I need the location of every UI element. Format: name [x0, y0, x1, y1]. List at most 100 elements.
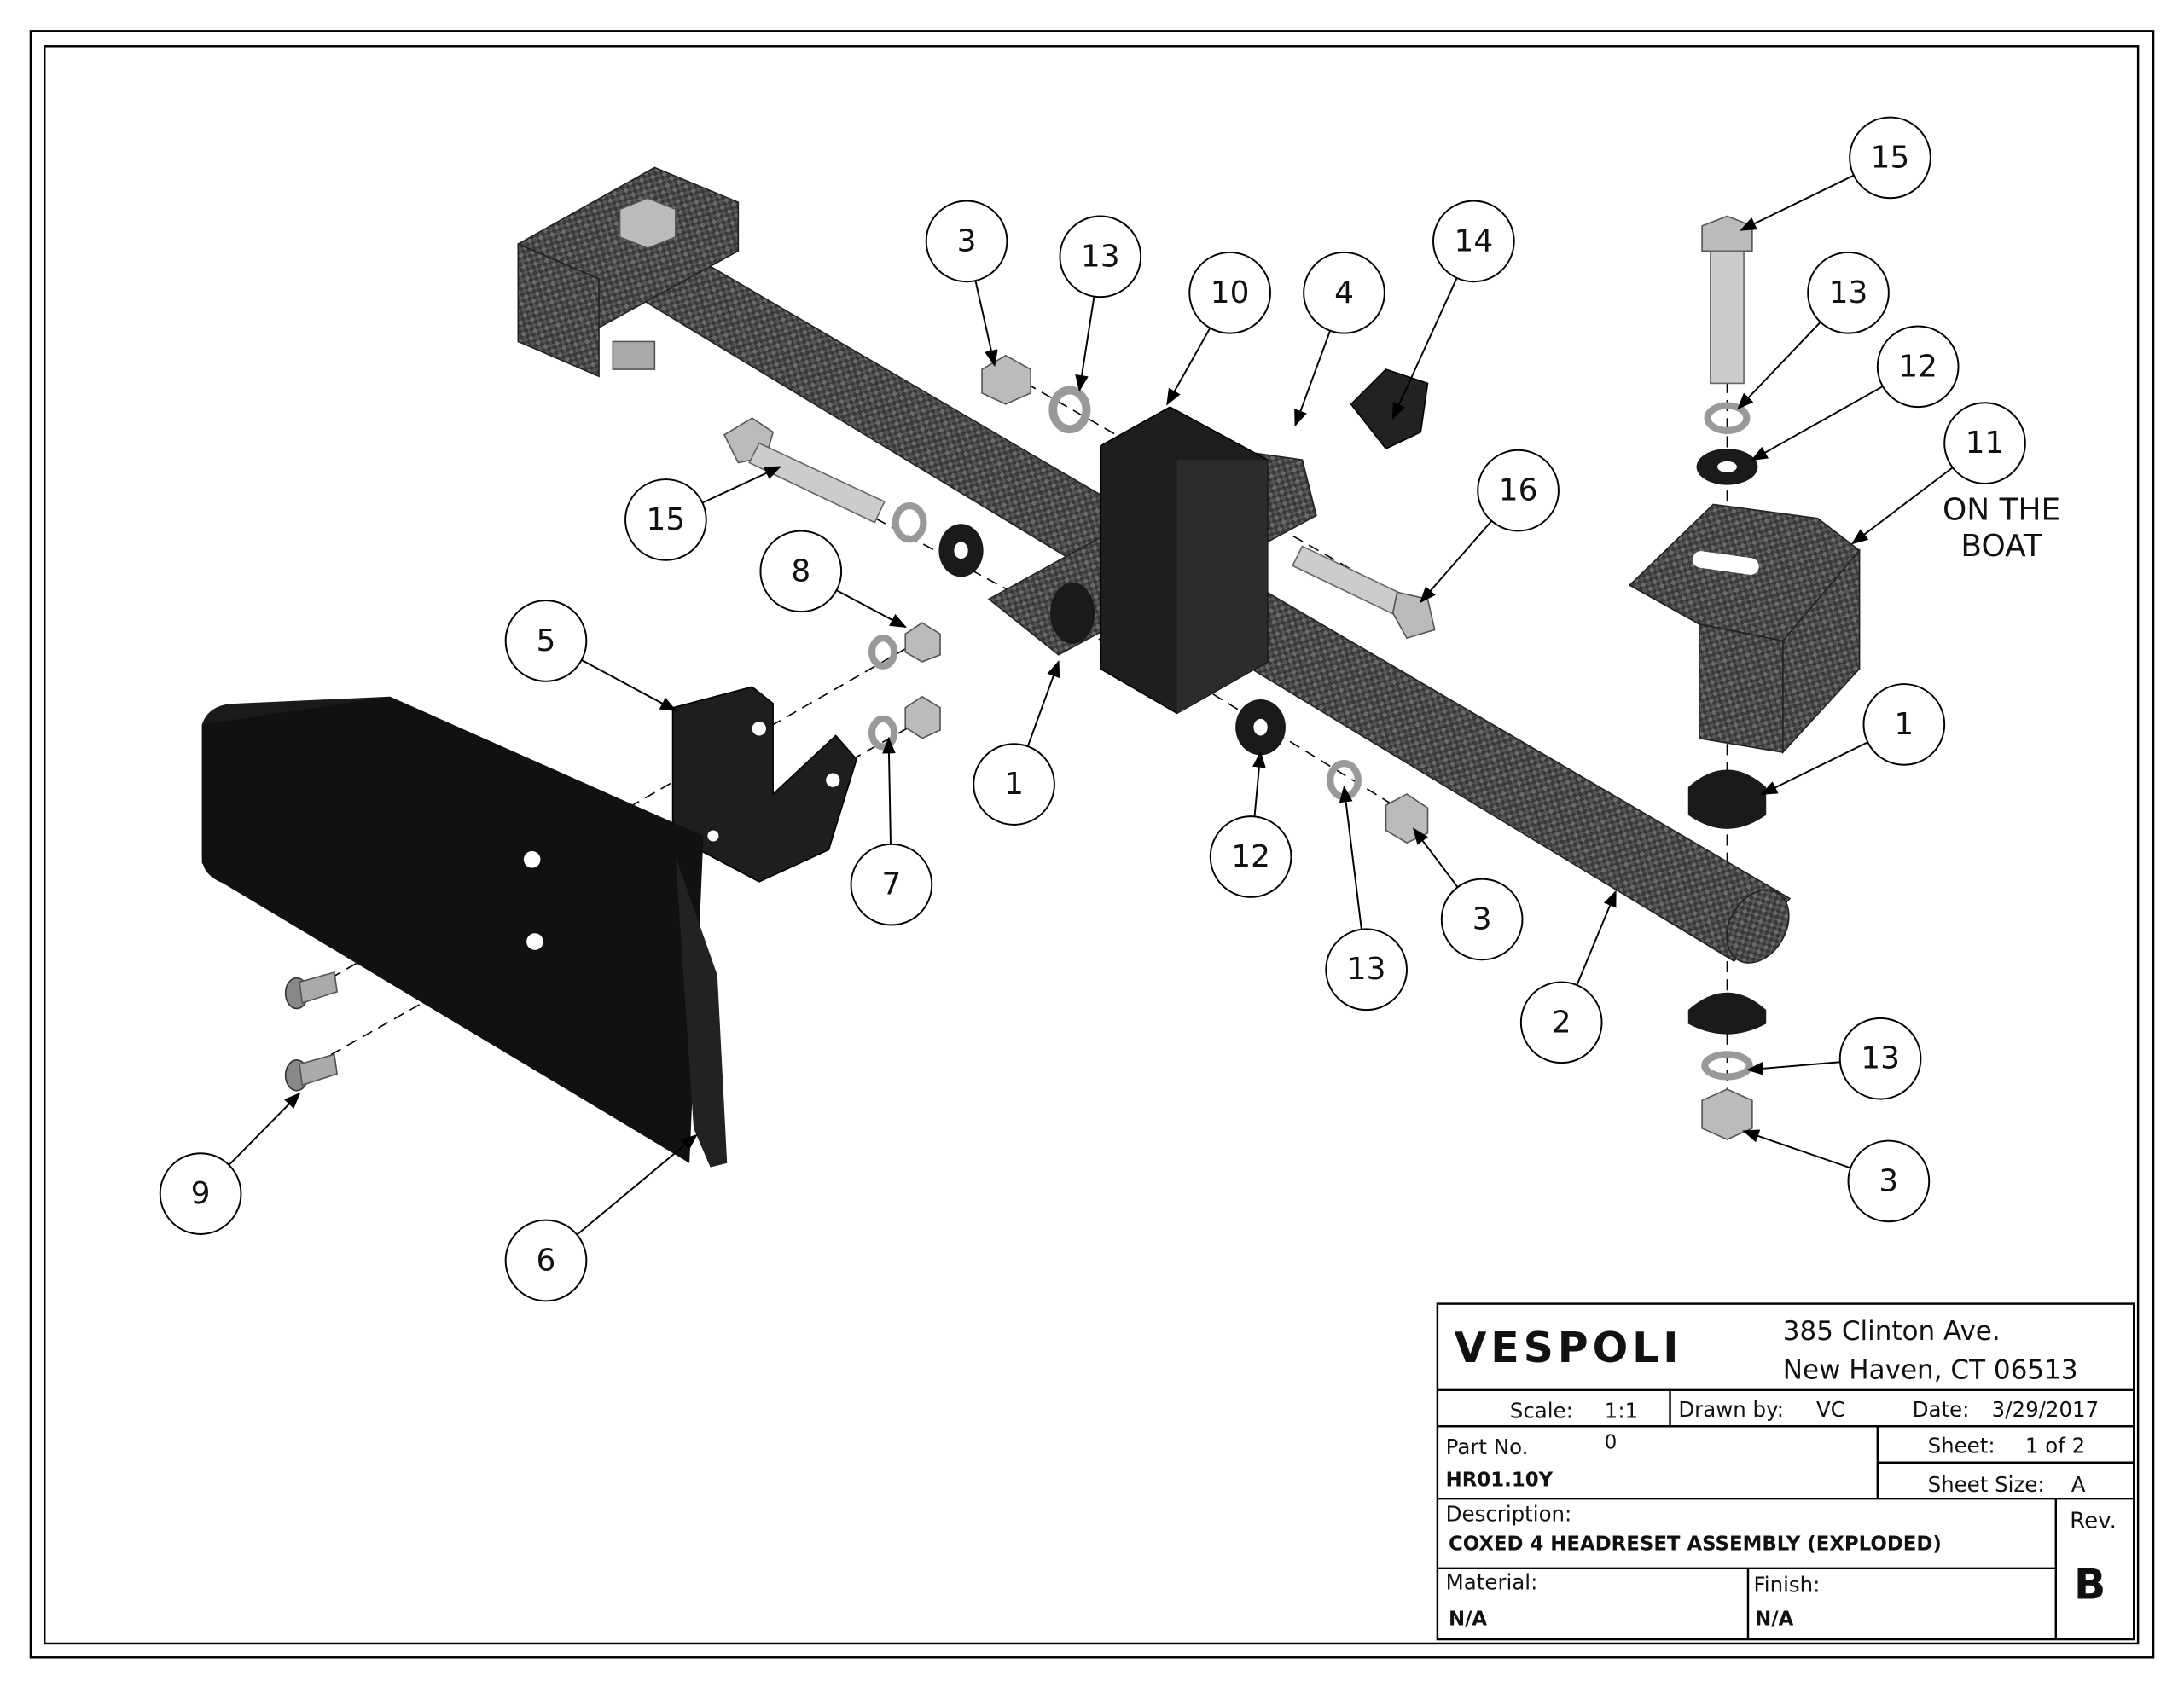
balloon-number: 13 [1347, 952, 1386, 987]
balloon-circle [1432, 200, 1515, 283]
finish-label: Finish: [1754, 1573, 1821, 1597]
leader-line [228, 1092, 301, 1166]
balloon-circle [759, 530, 843, 613]
sheet-size-label: Sheet Size: [1928, 1472, 2045, 1497]
balloon-circle [504, 1219, 588, 1302]
balloon-number: 5 [537, 623, 556, 658]
balloon-15: 15 [1740, 116, 1931, 231]
balloon-4: 4 [1294, 251, 1385, 427]
balloon-3: 3 [1742, 1129, 1931, 1223]
balloon-circle [624, 478, 707, 561]
balloon-number: 3 [957, 223, 977, 258]
inner-border [44, 45, 2140, 1645]
leader-line [882, 736, 896, 844]
part-9-screws [284, 971, 339, 1092]
leader-line [581, 659, 677, 712]
part-6-headrest-plate [201, 696, 728, 1168]
part-no-value: HR01.10Y [1446, 1469, 1554, 1491]
balloon-15: 15 [624, 466, 782, 561]
leader-line [974, 280, 998, 368]
leader-line [1339, 785, 1362, 930]
balloon-7: 7 [850, 736, 933, 926]
balloon-circle [973, 743, 1055, 826]
balloon-number: 1 [1004, 767, 1024, 802]
balloon-circle [1862, 683, 1946, 766]
balloon-circle [1876, 325, 1960, 409]
balloon-number: 1 [1894, 707, 1914, 742]
balloon-14: 14 [1391, 200, 1515, 420]
balloon-number: 3 [1472, 901, 1492, 936]
leader-line [1742, 1129, 1851, 1169]
balloon-10: 10 [1166, 251, 1271, 406]
sheet-value: 1 of 2 [2025, 1433, 2085, 1458]
balloon-number: 9 [191, 1176, 211, 1211]
balloon-1: 1 [1760, 683, 1946, 795]
balloon-number: 12 [1898, 349, 1937, 384]
note-on-the-boat-line1: ON THE [1943, 492, 2060, 527]
balloon-circle [1477, 449, 1560, 532]
balloon-5: 5 [504, 600, 677, 712]
leader-line [1850, 467, 1954, 545]
leader-line [576, 1133, 698, 1236]
balloon-circle [1519, 981, 1603, 1064]
balloon-3: 3 [925, 200, 1008, 368]
balloon-number: 2 [1552, 1005, 1571, 1040]
hardware-washers-nuts [868, 354, 1767, 1140]
balloon-number: 13 [1829, 275, 1868, 310]
material-value: N/A [1449, 1609, 1487, 1631]
balloon-circle [1209, 815, 1292, 898]
scale-label: Scale: [1510, 1398, 1573, 1423]
balloon-number: 6 [537, 1243, 556, 1278]
balloon-circle [1849, 116, 1931, 200]
leader-line [1746, 1061, 1840, 1075]
part-no-label: Part No. [1446, 1435, 1529, 1459]
note-on-the-boat-line2: BOAT [1960, 529, 2042, 564]
balloon-11: 11 [1850, 402, 2026, 545]
balloon-circle [1943, 402, 2026, 484]
leader-line [701, 466, 782, 504]
balloon-number: 13 [1861, 1041, 1900, 1076]
date-value: 3/29/2017 [1992, 1397, 2099, 1422]
part-no-extra: 0 [1605, 1431, 1618, 1453]
rev-label: Rev. [2070, 1508, 2117, 1533]
part-11-angle-bracket-right [1628, 503, 1861, 755]
balloon-number: 7 [881, 867, 901, 902]
balloon-12: 12 [1209, 751, 1292, 898]
balloon-circle [850, 843, 933, 926]
material-label: Material: [1446, 1569, 1538, 1594]
balloon-circle [1838, 1017, 1922, 1100]
sheet-label: Sheet: [1928, 1433, 1995, 1458]
balloon-circle [1847, 1139, 1931, 1223]
scale-value: 1:1 [1605, 1398, 1638, 1423]
leader-line [1576, 890, 1617, 986]
balloon-number: 13 [1081, 239, 1120, 274]
title-block [1436, 1302, 2135, 1641]
drawn-by-value: VC [1816, 1397, 1845, 1422]
balloon-1: 1 [973, 660, 1060, 826]
leader-line [1026, 660, 1060, 747]
leader-line [1751, 386, 1884, 461]
leader-line [1252, 751, 1266, 817]
rev-value: B [2074, 1561, 2106, 1609]
outer-border [29, 30, 2155, 1659]
balloon-number: 4 [1334, 275, 1354, 310]
balloon-13: 13 [1737, 251, 1890, 410]
balloon-16: 16 [1420, 449, 1560, 604]
balloon-number: 10 [1211, 275, 1250, 310]
balloon-circle [159, 1152, 242, 1235]
balloon-13: 13 [1325, 785, 1408, 1012]
part-14-plug [1350, 368, 1429, 450]
balloon-13: 13 [1059, 215, 1142, 392]
leader-line [1391, 277, 1458, 420]
company-logo: VESPOLI [1454, 1324, 1682, 1372]
part-10-clamp-block [1099, 406, 1269, 715]
balloon-circle [1059, 215, 1142, 299]
balloon-3: 3 [1412, 827, 1524, 961]
leader-line [1412, 827, 1459, 888]
balloon-12: 12 [1751, 325, 1960, 461]
leader-line [1294, 330, 1332, 427]
balloon-number: 14 [1454, 223, 1493, 258]
balloon-number: 3 [1879, 1163, 1898, 1198]
part-5-mount-bracket [671, 686, 857, 883]
